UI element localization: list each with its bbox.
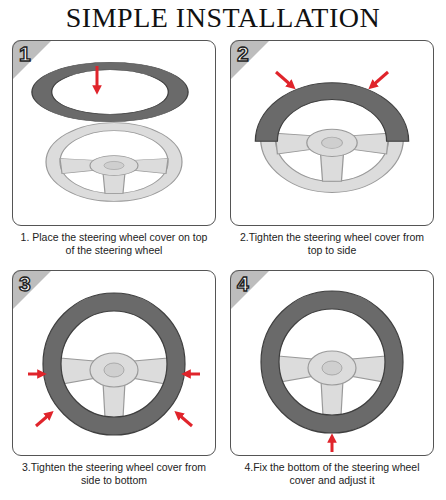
- step-number: 1: [19, 42, 31, 66]
- step-number: 2: [237, 42, 249, 66]
- page-title: SIMPLE INSTALLATION: [0, 2, 446, 34]
- step-panel: 3 3.Tighten the steering wheel cover from…: [12, 270, 216, 486]
- step-panel-frame: [230, 40, 434, 226]
- step-caption: 3.Tighten the steering wheel cover from …: [16, 461, 212, 486]
- step-caption: 2.Tighten the steering wheel cover from …: [234, 231, 430, 256]
- step-panel: 4 4.Fix the bottom of the steering wheel …: [230, 270, 434, 486]
- step-number: 3: [19, 272, 31, 296]
- step-panel: 2 2.Tighten the steering wheel cover from…: [230, 40, 434, 256]
- step-caption: 4.Fix the bottom of the steering wheel c…: [234, 461, 430, 486]
- step-number: 4: [237, 272, 249, 296]
- step-panel: 1 1. Place the steering wheel cover on to…: [12, 40, 216, 256]
- step-panel-frame: [230, 270, 434, 456]
- step-panel-frame: [12, 270, 216, 456]
- step-panel-frame: [12, 40, 216, 226]
- step-caption: 1. Place the steering wheel cover on top…: [16, 231, 212, 256]
